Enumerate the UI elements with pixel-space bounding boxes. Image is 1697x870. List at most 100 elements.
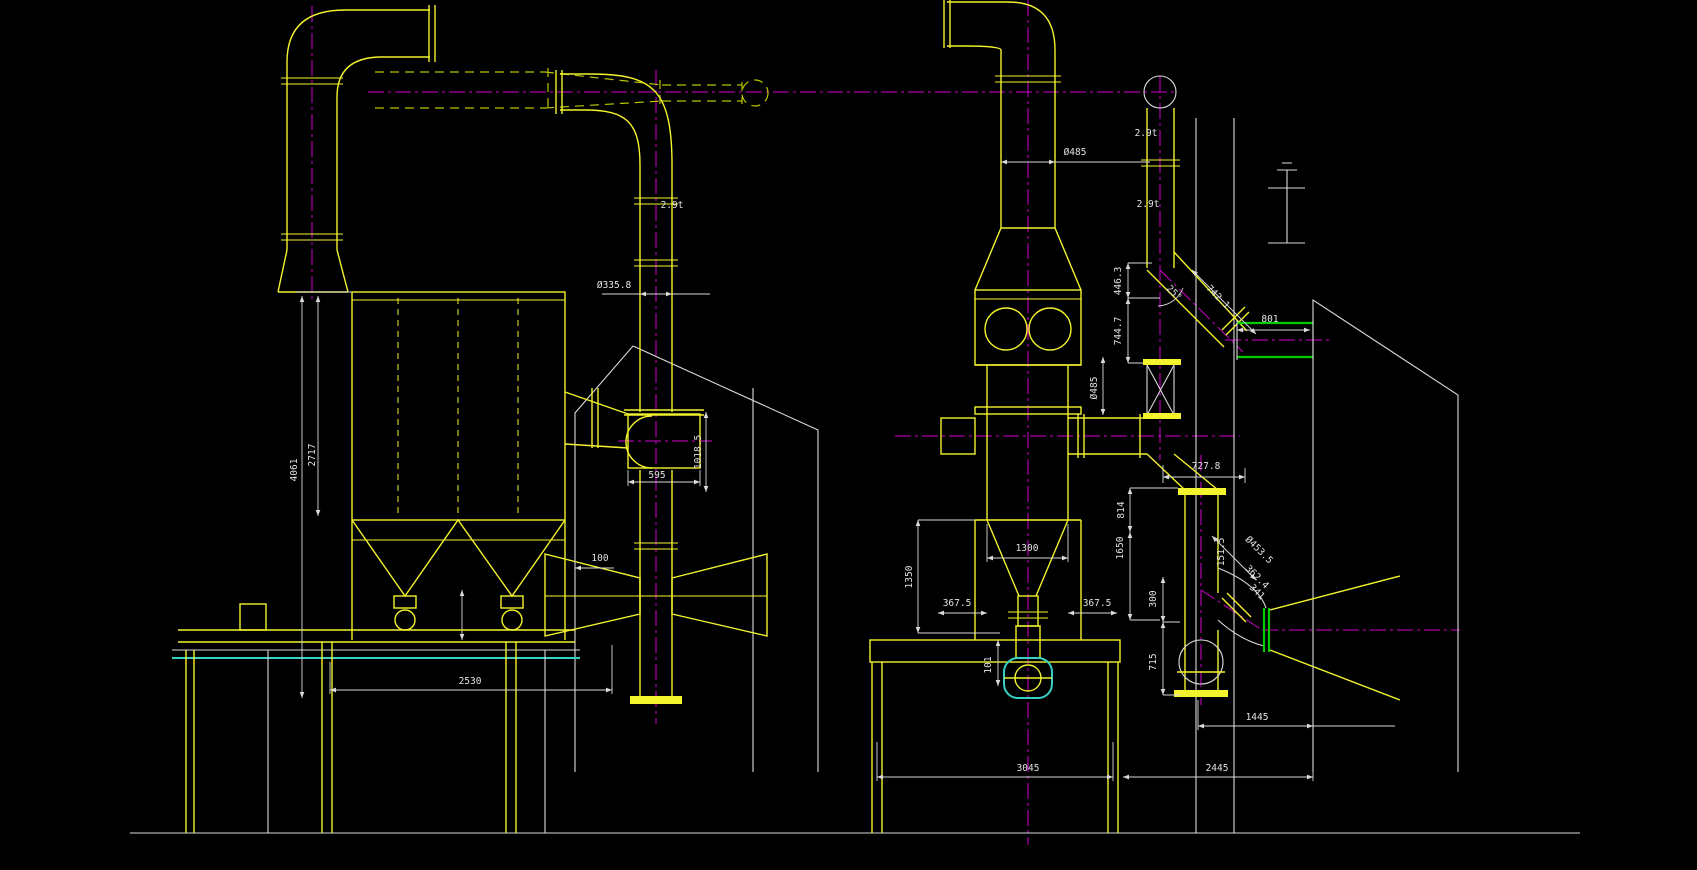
dimension-label: 25° — [1164, 283, 1184, 303]
inlet-pipe — [277, 5, 436, 293]
horn-duct — [564, 391, 629, 449]
dimension-label: Ø485 — [1089, 377, 1100, 400]
dimension-label: Ø453.5 — [1243, 534, 1275, 566]
dim-line — [1191, 269, 1257, 335]
riser-bold-flange — [1143, 413, 1181, 419]
riser-bold-flange — [1143, 359, 1181, 365]
tee-flange — [624, 409, 704, 416]
damper-circle — [1178, 639, 1224, 685]
elbow-45 — [1146, 251, 1248, 348]
dimension-label: 1300 — [1016, 543, 1039, 554]
dim-ext — [1197, 662, 1395, 730]
support-bracket — [1268, 162, 1305, 244]
stack-pipe — [639, 165, 673, 700]
dim-ext — [1128, 262, 1160, 364]
dimension-label: 300 — [1148, 590, 1159, 607]
dimension-label: 2.9t — [1135, 128, 1158, 139]
scrubber-tower — [869, 0, 1121, 833]
dimension-label: 367.5 — [1083, 598, 1112, 609]
hopper-section — [351, 518, 566, 640]
stack-elbow — [560, 109, 641, 166]
hopper-leg — [351, 520, 566, 640]
centerline — [1200, 589, 1263, 631]
dimension-label: 151.5 — [1216, 538, 1227, 567]
inlet-cone — [277, 249, 349, 293]
table-fitting — [239, 603, 267, 631]
fan-inlet-circle — [1028, 307, 1072, 351]
dimension-label: 2445 — [1206, 763, 1229, 774]
dimension-label: 744.7 — [1113, 317, 1124, 346]
tower-expansion — [974, 227, 1082, 291]
riser-duct — [1146, 108, 1175, 268]
dimension-label: 3045 — [1017, 763, 1040, 774]
tower-elbow — [947, 1, 1056, 51]
outlet-flange — [1008, 611, 1048, 619]
stack-flange — [555, 70, 563, 114]
fan-housing — [544, 553, 641, 637]
dim-ext — [1130, 487, 1178, 621]
dimension-label: Ø485 — [1064, 147, 1087, 158]
building-wall — [574, 345, 819, 772]
lower-bold-flange — [1178, 488, 1226, 495]
duct-line — [375, 71, 545, 109]
side-tee-duct — [1068, 414, 1147, 458]
building-wall — [1312, 298, 1459, 772]
table-post — [267, 650, 546, 833]
tower-leg — [974, 520, 1082, 640]
centerlines — [311, 0, 1460, 845]
diffuser-cone — [1269, 575, 1401, 701]
dimension-label: 595 — [648, 470, 665, 481]
duct-flange — [547, 68, 743, 112]
pipe-outline — [286, 9, 430, 250]
angle-arc — [1157, 287, 1184, 307]
riser-flange — [1141, 159, 1180, 167]
dim-ext — [918, 519, 1000, 634]
dim-line — [1211, 535, 1257, 581]
dimension-label: 1445 — [1246, 712, 1269, 723]
stack-flange — [634, 197, 678, 550]
fan-inlet-circle — [984, 307, 1028, 351]
table-top — [178, 629, 575, 643]
side-fitting — [940, 417, 976, 455]
hopper-outlet — [393, 595, 417, 609]
tower-elbow — [947, 45, 1002, 51]
duct-top-circle — [1143, 75, 1177, 109]
bag-row — [397, 298, 519, 514]
tower-body — [975, 364, 1081, 520]
right-assembly — [869, 0, 1401, 833]
dimension-label: 715 — [1148, 653, 1159, 670]
dimension-label: 727.8 — [1192, 461, 1221, 472]
exhaust-stack — [544, 70, 768, 704]
left-assembly — [172, 5, 768, 833]
stand-leg — [871, 662, 1119, 833]
pipe-flange — [281, 77, 343, 241]
duct-end-circle — [741, 79, 769, 107]
dimension-label: Ø335.8 — [597, 280, 632, 291]
right-dimensions — [876, 159, 1395, 781]
dimension-label: 801 — [1261, 314, 1278, 325]
branch-flange-45 — [1221, 592, 1252, 623]
right-riser-duct — [1141, 75, 1401, 701]
dust-collector-box — [351, 291, 566, 521]
stack-base-flange — [630, 696, 682, 704]
left-dimensions — [296, 291, 710, 698]
building-outline-left — [574, 345, 819, 772]
fan-housing — [671, 553, 768, 637]
duct-line — [662, 84, 742, 102]
dimension-label: 100 — [591, 553, 608, 564]
rotary-valve — [394, 609, 416, 631]
dim-ext — [329, 645, 613, 694]
dimension-label: 367.5 — [943, 598, 972, 609]
dim-ext — [876, 742, 1314, 781]
pipe-flange — [428, 5, 436, 62]
dim-ext — [627, 470, 701, 486]
compensator — [1146, 364, 1175, 416]
offset-transition — [1146, 453, 1219, 491]
dimension-label: 446.3 — [1113, 267, 1124, 296]
dimension-label: 101 — [983, 656, 994, 673]
pipe-outline — [336, 56, 430, 250]
horn-flange — [591, 388, 599, 448]
hopper-outlet — [500, 595, 524, 609]
